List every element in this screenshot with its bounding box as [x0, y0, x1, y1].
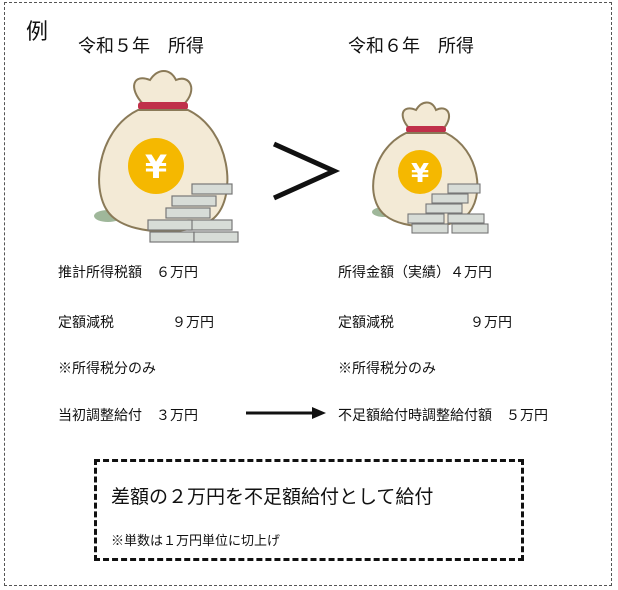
right-income-tax-note: ※所得税分のみ: [338, 361, 436, 377]
money-bag-large-icon: ¥: [94, 70, 239, 243]
svg-text:¥: ¥: [145, 148, 167, 186]
left-heading: 令和５年 所得: [78, 36, 204, 57]
right-fixed-reduction-label: 定額減税: [338, 315, 394, 331]
example-label: 例: [26, 20, 49, 45]
svg-text:¥: ¥: [411, 159, 429, 189]
arrow-right-icon: [246, 407, 326, 419]
left-fixed-reduction-value: ９万円: [172, 315, 214, 331]
summary-box: 差額の２万円を不足額給付として給付 ※単数は１万円単位に切上げ: [94, 459, 524, 561]
left-income-tax-note: ※所得税分のみ: [58, 361, 156, 377]
example-frame: [4, 2, 612, 586]
left-estimated-tax: 推計所得税額 ６万円: [58, 265, 198, 281]
right-fixed-reduction-value: ９万円: [470, 315, 512, 331]
greater-than-icon: [272, 141, 341, 201]
left-fixed-reduction-label: 定額減税: [58, 315, 114, 331]
left-initial-adjustment: 当初調整給付 ３万円: [58, 408, 198, 424]
right-income-actual: 所得金額（実績）４万円: [338, 265, 492, 281]
right-shortfall-adjustment: 不足額給付時調整給付額 ５万円: [338, 408, 548, 424]
summary-main-text: 差額の２万円を不足額給付として給付: [111, 486, 434, 508]
right-heading: 令和６年 所得: [348, 36, 474, 57]
summary-note: ※単数は１万円単位に切上げ: [111, 534, 281, 549]
money-bag-small-icon: ¥: [372, 101, 489, 234]
